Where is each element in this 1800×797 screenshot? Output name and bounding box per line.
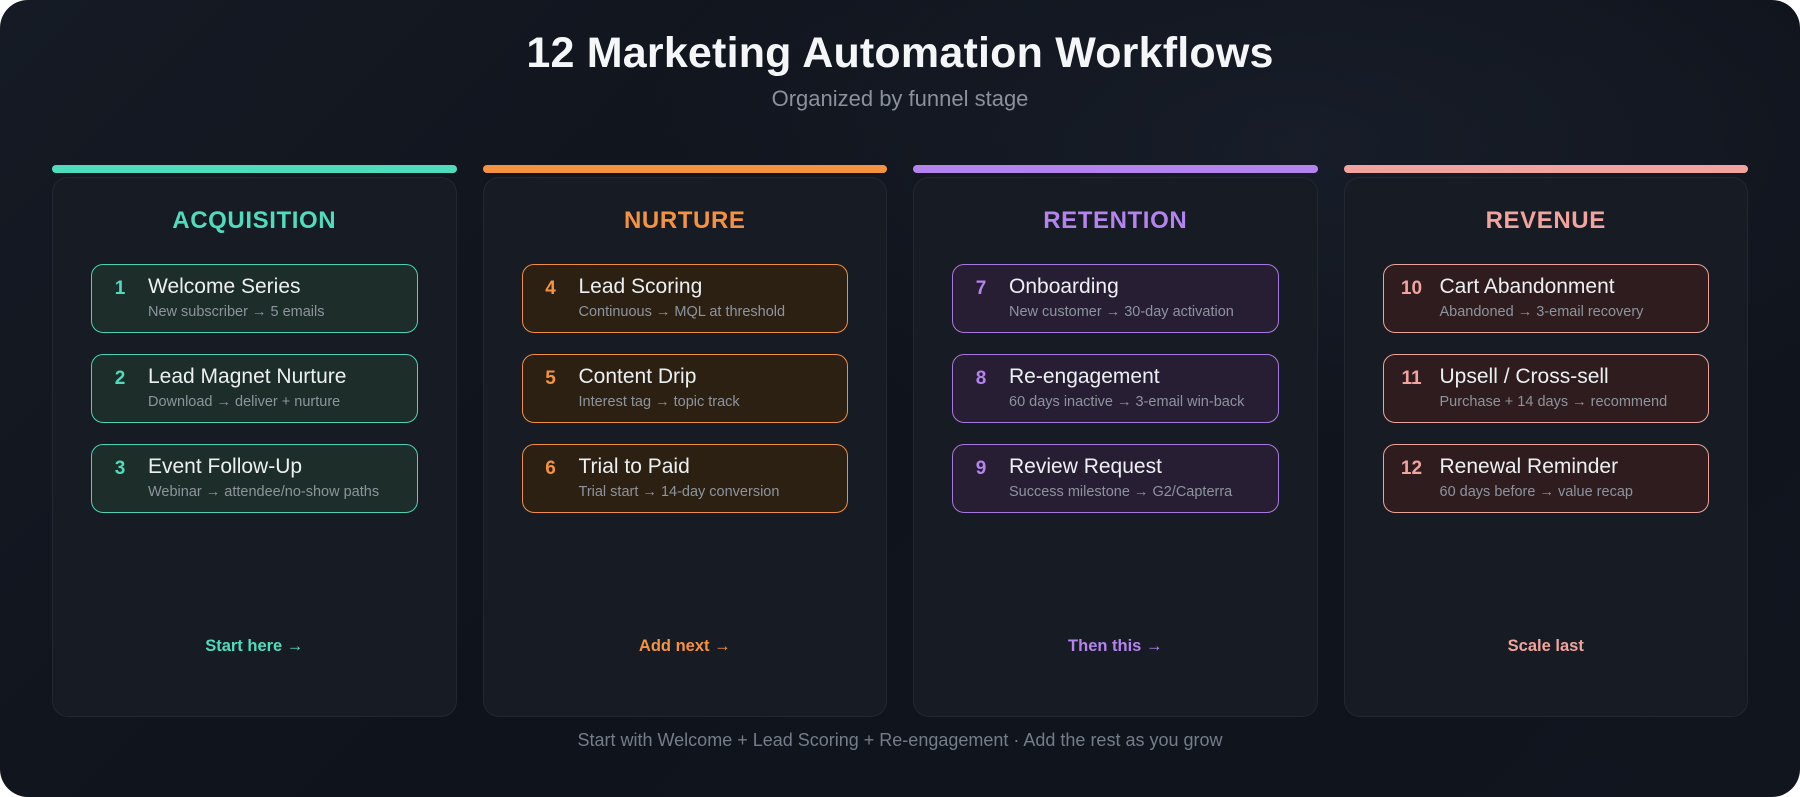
workflow-title: Event Follow-Up [148,455,303,478]
column-revenue: REVENUE 10 Cart Abandonment Abandoned → … [1343,165,1748,717]
column-panel: NURTURE 4 Lead Scoring Continuous → MQL … [482,177,887,717]
page-title: 12 Marketing Automation Workflows [526,29,1274,77]
workflow-number: 8 [975,368,987,389]
column-header: REVENUE [1485,207,1606,234]
workflow-card: 5 Content Drip Interest tag → topic trac… [521,354,848,423]
workflow-number: 6 [545,458,556,479]
column-footer-label: Add next → [638,637,731,655]
workflow-card: 12 Renewal Reminder 60 days before → val… [1382,444,1709,513]
column-panel: RETENTION 7 Onboarding New customer → 30… [913,177,1318,717]
card-list: 1 Welcome Series New subscriber → 5 emai… [53,264,456,513]
workflow-subtitle: Success milestone → G2/Capterra [1009,484,1233,500]
column-footer-label: Scale last [1507,637,1584,655]
workflow-text: Event Follow-Up Webinar → attendee/no-sh… [148,454,405,501]
workflow-number: 2 [114,368,126,389]
workflow-number: 11 [1401,368,1422,389]
workflow-card: 6 Trial to Paid Trial start → 14-day con… [521,444,848,513]
workflow-card: 9 Review Request Success milestone → G2/… [952,444,1279,513]
workflow-text: Lead Magnet Nurture Download → deliver +… [148,364,405,411]
column-panel: REVENUE 10 Cart Abandonment Abandoned → … [1343,177,1748,717]
footer-note: Start with Welcome + Lead Scoring + Re-e… [577,730,1223,750]
workflow-text: Lead Scoring Continuous → MQL at thresho… [579,274,836,321]
column-accent-bar [482,165,887,173]
column-accent-bar [913,165,1318,173]
workflow-text: Welcome Series New subscriber → 5 emails [148,274,405,321]
workflow-subtitle: New customer → 30-day activation [1009,304,1234,320]
workflow-number: 3 [114,458,126,479]
workflow-card: 10 Cart Abandonment Abandoned → 3-email … [1382,264,1709,333]
workflow-subtitle: Abandoned → 3-email recovery [1439,304,1644,320]
workflow-text: Onboarding New customer → 30-day activat… [1009,274,1266,321]
workflow-number: 10 [1400,278,1423,299]
workflow-subtitle: Webinar → attendee/no-show paths [148,484,380,500]
column-header: RETENTION [1043,207,1188,234]
workflow-text: Re-engagement 60 days inactive → 3-email… [1009,364,1266,411]
workflow-card: 11 Upsell / Cross-sell Purchase + 14 day… [1382,354,1709,423]
workflow-title: Trial to Paid [578,455,690,478]
workflow-subtitle: Interest tag → topic track [578,394,740,410]
funnel-columns: ACQUISITION 1 Welcome Series New subscri… [52,165,1748,717]
workflow-title: Welcome Series [148,275,301,298]
workflow-card: 8 Re-engagement 60 days inactive → 3-ema… [952,354,1279,423]
workflow-number: 1 [114,278,126,299]
card-list: 4 Lead Scoring Continuous → MQL at thres… [484,264,887,513]
card-list: 7 Onboarding New customer → 30-day activ… [914,264,1317,513]
column-accent-bar [1343,165,1748,173]
column-panel: ACQUISITION 1 Welcome Series New subscri… [52,177,457,717]
workflow-subtitle: Purchase + 14 days → recommend [1439,394,1668,410]
workflow-number: 7 [975,278,987,299]
column-retention: RETENTION 7 Onboarding New customer → 30… [913,165,1318,717]
column-footer-label: Then this → [1068,637,1163,655]
workflow-number: 5 [545,368,556,389]
workflow-title: Cart Abandonment [1439,275,1615,298]
workflow-card: 2 Lead Magnet Nurture Download → deliver… [91,354,418,423]
card-list: 10 Cart Abandonment Abandoned → 3-email … [1345,264,1748,513]
workflow-title: Lead Scoring [578,275,703,298]
workflow-subtitle: Download → deliver + nurture [148,394,341,410]
workflow-title: Review Request [1009,455,1162,478]
workflow-card: 4 Lead Scoring Continuous → MQL at thres… [521,264,848,333]
workflow-card: 1 Welcome Series New subscriber → 5 emai… [91,264,418,333]
workflow-subtitle: 60 days inactive → 3-email win-back [1009,394,1245,410]
workflow-subtitle: Continuous → MQL at threshold [578,304,786,320]
workflow-title: Content Drip [578,365,697,388]
workflow-number: 4 [545,278,556,299]
workflow-number: 12 [1400,458,1423,479]
workflow-text: Trial to Paid Trial start → 14-day conve… [579,454,836,501]
workflow-text: Upsell / Cross-sell Purchase + 14 days →… [1440,364,1697,411]
workflow-subtitle: New subscriber → 5 emails [148,304,325,320]
workflow-text: Renewal Reminder 60 days before → value … [1440,454,1697,501]
workflow-card: 3 Event Follow-Up Webinar → attendee/no-… [91,444,418,513]
page-header: 12 Marketing Automation Workflows Organi… [0,0,1800,112]
column-header: ACQUISITION [172,207,337,234]
workflow-title: Onboarding [1009,275,1119,298]
workflow-subtitle: 60 days before → value recap [1439,484,1633,500]
column-header: NURTURE [623,207,746,234]
workflow-card: 7 Onboarding New customer → 30-day activ… [952,264,1279,333]
workflow-subtitle: Trial start → 14-day conversion [578,484,780,500]
workflow-text: Review Request Success milestone → G2/Ca… [1009,454,1266,501]
column-accent-bar [52,165,457,173]
workflow-number: 9 [975,458,987,479]
column-footer-label: Start here → [205,637,304,655]
column-nurture: NURTURE 4 Lead Scoring Continuous → MQL … [482,165,887,717]
workflow-title: Re-engagement [1009,365,1160,388]
workflow-title: Renewal Reminder [1439,455,1619,478]
column-acquisition: ACQUISITION 1 Welcome Series New subscri… [52,165,457,717]
workflow-title: Upsell / Cross-sell [1439,365,1609,388]
workflow-text: Content Drip Interest tag → topic track [579,364,836,411]
workflow-text: Cart Abandonment Abandoned → 3-email rec… [1440,274,1697,321]
workflow-title: Lead Magnet Nurture [148,365,347,388]
page-subtitle: Organized by funnel stage [771,86,1029,111]
